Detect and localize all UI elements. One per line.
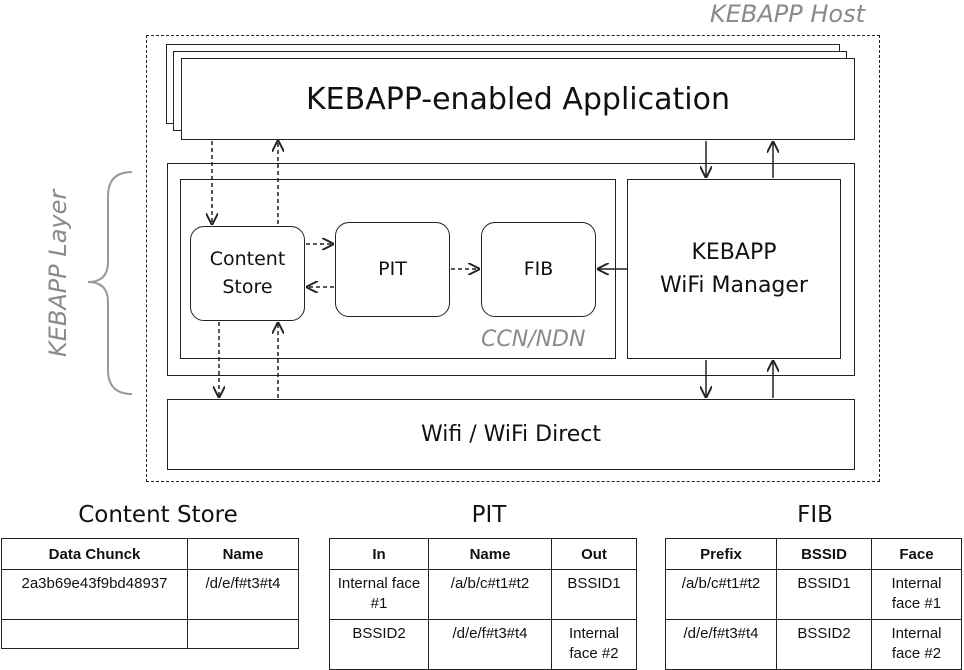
table-row: /a/b/c#t1#t2 BSSID1 Internal face #1 xyxy=(665,569,962,620)
table-row: BSSID2 /d/e/f#t3#t4 Internal face #2 xyxy=(329,619,637,670)
fib-cell: BSSID1 xyxy=(776,569,872,620)
wifi-direct-box: Wifi / WiFi Direct xyxy=(167,399,855,470)
table-row xyxy=(1,619,299,649)
pit-header-name: Name xyxy=(428,538,552,570)
pit-header-in: In xyxy=(329,538,429,570)
app-label: KEBAPP-enabled Application xyxy=(306,81,730,117)
pit-cell: /a/b/c#t1#t2 xyxy=(428,569,552,620)
cs-cell: /d/e/f#t3#t4 xyxy=(187,569,299,620)
content-store-table-title: Content Store xyxy=(78,502,238,528)
fib-node-label: FIB xyxy=(523,257,554,280)
ccn-ndn-label: CCN/NDN xyxy=(481,327,586,352)
fib-header-prefix: Prefix xyxy=(665,538,777,570)
cs-header-data: Data Chunck xyxy=(1,538,188,570)
layer-brace xyxy=(87,171,133,395)
host-label: KEBAPP Host xyxy=(710,0,866,28)
pit-cell: Internal face #1 xyxy=(329,569,429,620)
content-store-node-line1: Content xyxy=(209,247,286,270)
wifi-direct-label: Wifi / WiFi Direct xyxy=(420,422,602,447)
content-store-node: Content Store xyxy=(190,226,305,321)
fib-cell: /d/e/f#t3#t4 xyxy=(665,619,777,670)
fib-cell: Internal face #2 xyxy=(871,619,962,670)
pit-table-title: PIT xyxy=(471,502,507,528)
cs-cell xyxy=(187,619,299,649)
fib-table: Prefix BSSID Face /a/b/c#t1#t2 BSSID1 In… xyxy=(665,538,962,670)
pit-node-label: PIT xyxy=(378,257,407,280)
content-store-table: Data Chunck Name 2a3b69e43f9bd48937 /d/e… xyxy=(1,538,299,649)
kebapp-layer-label: KEBAPP Layer xyxy=(44,189,72,357)
fib-header-bssid: BSSID xyxy=(776,538,872,570)
pit-header-out: Out xyxy=(551,538,637,570)
pit-cell: BSSID1 xyxy=(551,569,637,620)
pit-table: In Name Out Internal face #1 /a/b/c#t1#t… xyxy=(329,538,637,670)
table-row: /d/e/f#t3#t4 BSSID2 Internal face #2 xyxy=(665,619,962,670)
cs-cell: 2a3b69e43f9bd48937 xyxy=(1,569,188,620)
cs-header-name: Name xyxy=(187,538,299,570)
app-box: KEBAPP-enabled Application xyxy=(181,58,855,140)
wifi-manager-line1: KEBAPP xyxy=(691,240,777,265)
content-store-node-line2: Store xyxy=(222,275,273,298)
fib-node: FIB xyxy=(481,222,596,317)
fib-table-title: FIB xyxy=(797,502,833,528)
pit-cell: BSSID2 xyxy=(329,619,429,670)
wifi-manager-line2: WiFi Manager xyxy=(660,273,808,298)
fib-header-face: Face xyxy=(871,538,962,570)
pit-cell: /d/e/f#t3#t4 xyxy=(428,619,552,670)
pit-cell: Internal face #2 xyxy=(551,619,637,670)
pit-node: PIT xyxy=(335,222,450,317)
fib-cell: Internal face #1 xyxy=(871,569,962,620)
table-row: 2a3b69e43f9bd48937 /d/e/f#t3#t4 xyxy=(1,569,299,620)
fib-cell: /a/b/c#t1#t2 xyxy=(665,569,777,620)
fib-cell: BSSID2 xyxy=(776,619,872,670)
host-container xyxy=(146,35,880,482)
wifi-manager-box: KEBAPP WiFi Manager xyxy=(627,179,841,359)
table-row: Internal face #1 /a/b/c#t1#t2 BSSID1 xyxy=(329,569,637,620)
cs-cell xyxy=(1,619,188,649)
